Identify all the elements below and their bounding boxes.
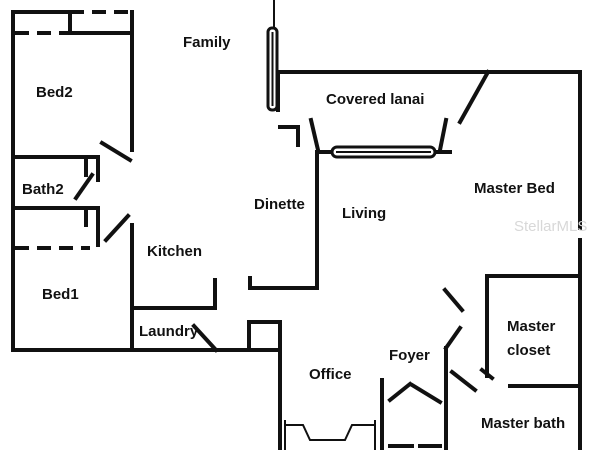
master-suite-walls — [442, 70, 582, 450]
room-label-laundry: Laundry — [139, 323, 199, 340]
left-wing-doors — [73, 140, 133, 243]
room-label-family: Family — [183, 34, 231, 51]
room-label-dinette: Dinette — [254, 196, 305, 213]
room-label-master-closet-line2: closet — [507, 342, 550, 359]
room-label-master-closet-line1: Master — [507, 318, 556, 335]
room-label-master-bed: Master Bed — [474, 180, 555, 197]
room-label-bed1: Bed1 — [42, 286, 79, 303]
room-label-covered-lanai: Covered lanai — [326, 91, 424, 108]
room-label-master-bath: Master bath — [481, 415, 565, 432]
lanai-living-walls — [248, 69, 582, 290]
family-sliding-door — [266, 0, 279, 112]
kitchen-laundry-walls — [130, 278, 282, 450]
room-label-bath2: Bath2 — [22, 181, 64, 198]
room-label-bed2: Bed2 — [36, 84, 73, 101]
room-label-kitchen: Kitchen — [147, 243, 202, 260]
office-foyer-walls — [284, 378, 443, 450]
room-label-living: Living — [342, 205, 386, 222]
left-wing-walls — [11, 10, 282, 352]
room-label-office: Office — [309, 366, 352, 383]
room-label-foyer: Foyer — [389, 347, 430, 364]
watermark: StellarMLS — [514, 218, 587, 235]
